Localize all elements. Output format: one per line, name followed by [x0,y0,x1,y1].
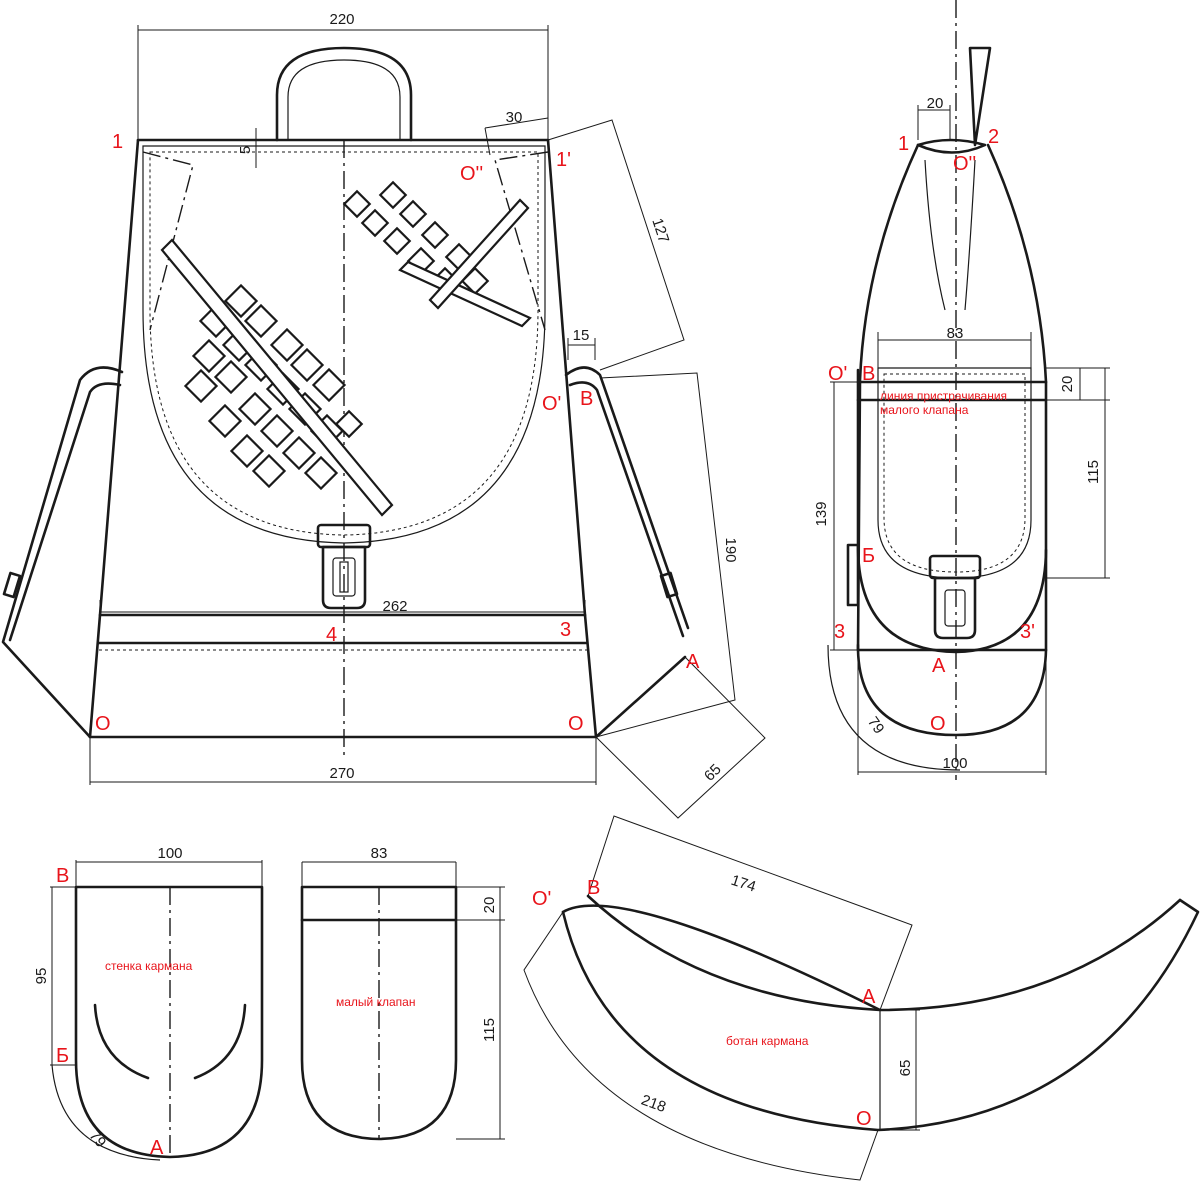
point-3: 3 [560,619,571,641]
point-1-prime: 1' [556,149,571,171]
bottom-point-o-prime: O' [532,888,551,910]
side-point-3: 3 [834,621,845,643]
handle [275,46,413,142]
dim-gusset-65: 65 [701,761,725,785]
dim-bottom-174: 174 [729,872,758,896]
bottom-point-o: О [856,1108,872,1130]
point-o-right: О [568,713,584,735]
body-left-side [88,138,140,739]
body-right-side [546,138,598,739]
dim-bottom-218: 218 [639,1092,668,1117]
dim-corner-30: 30 [506,109,523,126]
side-point-1: 1 [898,133,909,155]
side-point-o-prime: O' [828,363,847,385]
decor-right [342,180,532,328]
wall-point-a: А [150,1137,164,1159]
point-4: 4 [326,624,337,646]
point-o-left: О [95,713,111,735]
label-small-flap: малый клапан [336,995,415,1009]
bottom-point-a: А [862,986,876,1008]
point-o-double-prime: O'' [460,163,483,185]
dim-side-20b: 20 [1059,376,1076,393]
side-top [916,138,987,154]
point-o-prime: O' [542,393,561,415]
side-view: 20 83 20 115 139 79 100 линия пристрачив… [813,0,1110,780]
right-strap [564,366,690,739]
left-strap [1,366,124,739]
side-point-2: 2 [988,126,999,148]
label-stitch-line-1: линия пристрачивания [880,389,1007,403]
point-v: В [580,388,593,410]
dim-side-139: 139 [813,501,830,526]
decor-left [160,238,394,517]
label-pocket-bottom: ботан кармана [726,1034,809,1048]
dim-flap-offset: 5 [237,146,254,154]
bottom-point-v: В [587,877,600,899]
side-inner-right [964,159,976,311]
front-view: 220 5 30 127 15 190 262 270 65 1 1' O'' … [1,11,766,819]
clasp [316,523,372,610]
dim-top-width: 220 [329,11,354,28]
flap-guide-right [494,151,549,331]
pocket-bottom: 174 218 65 ботан кармана O' В А О [523,815,1200,1181]
side-point-a: А [932,655,946,677]
side-buckle [846,543,860,607]
side-band [856,380,1048,402]
point-1: 1 [112,131,123,153]
pocket-wall: 100 95 79 стенка кармана В Б А [33,845,264,1161]
pocket-wall-outline [74,885,264,1159]
dim-side-83: 83 [947,325,964,342]
dim-height-190: 190 [722,537,739,562]
label-pocket-wall: стенка кармана [105,959,193,973]
dim-wall-79: 79 [86,1127,110,1151]
front-dims [89,25,766,819]
dim-flap-115: 115 [481,1018,498,1042]
side-inner-left [924,159,946,311]
dim-flap-83: 83 [371,845,388,862]
side-point-b: Б [862,545,875,567]
pocket-wall-dart-left [93,1003,150,1080]
dim-side-100: 100 [942,755,967,772]
dim-arc-127: 127 [648,216,672,245]
dim-offset-15: 15 [573,327,590,344]
side-point-v: В [862,363,875,385]
wall-point-v: В [56,865,69,887]
side-outer-curve [827,644,961,771]
handle-inner [287,59,401,140]
flap-stitch [149,151,539,536]
side-clasp [928,554,982,640]
dim-side-115: 115 [1085,460,1102,484]
dim-width-262: 262 [382,598,407,615]
dim-wall-100: 100 [157,845,182,862]
side-flap-stitch [883,373,1026,573]
flap-outline [142,145,546,544]
pocket-bottom-inner [586,894,882,1012]
dim-bottom-65: 65 [897,1060,914,1077]
flap-guide-left [142,151,194,331]
side-point-3-prime: 3' [1020,621,1035,643]
dim-arc-79: 79 [864,714,887,737]
side-strap-tip [968,46,992,147]
side-pocket-body [856,368,1048,654]
side-lower-curve [856,643,1048,737]
dim-bottom-270: 270 [329,765,354,782]
side-dims [830,105,1110,775]
small-flap: 83 20 115 малый клапан [300,845,505,1141]
dim-side-20: 20 [927,95,944,112]
dim-wall-95: 95 [33,968,50,985]
side-point-o-double-prime: O'' [953,153,976,175]
label-stitch-line-2: малого клапана [880,403,969,417]
side-outer [856,143,1048,652]
dim-flap-20: 20 [481,897,498,914]
wall-point-b: Б [56,1045,69,1067]
side-point-o: О [930,713,946,735]
point-a: А [686,651,700,673]
pocket-wall-dart-right [193,1003,247,1080]
